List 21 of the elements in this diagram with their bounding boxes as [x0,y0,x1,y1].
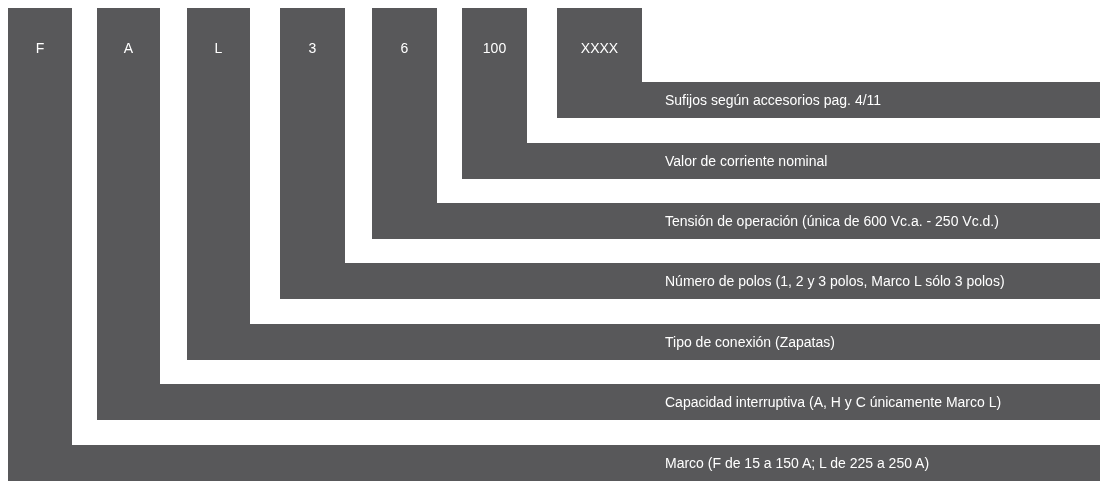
code-band [462,8,1100,179]
code-band [372,8,1100,239]
code-band [97,8,1100,420]
code-character: XXXX [579,40,620,56]
code-character: A [122,40,135,56]
code-band [557,8,1100,118]
description-text: Marco (F de 15 a 150 A; L de 225 a 250 A) [665,455,930,471]
description-text: Tensión de operación (única de 600 Vc.a. - 250 Vc.d.) [665,213,999,229]
description-text: Valor de corriente nominal [665,153,828,169]
code-character: L [213,40,224,56]
code-character: 100 [481,40,508,56]
code-character: 6 [399,40,410,56]
code-character: F [34,40,46,56]
code-character: 3 [307,40,318,56]
description-text: Tipo de conexión (Zapatas) [665,334,835,350]
code-band [8,8,1100,481]
description-text: Capacidad interruptiva (A, H y C únicamente Marco L) [665,394,1002,410]
description-text: Número de polos (1, 2 y 3 polos, Marco L sólo 3 polos) [665,273,1005,289]
description-text: Sufijos según accesorios pag. 4/11 [665,92,882,108]
code-band [280,8,1100,299]
code-band [187,8,1100,360]
